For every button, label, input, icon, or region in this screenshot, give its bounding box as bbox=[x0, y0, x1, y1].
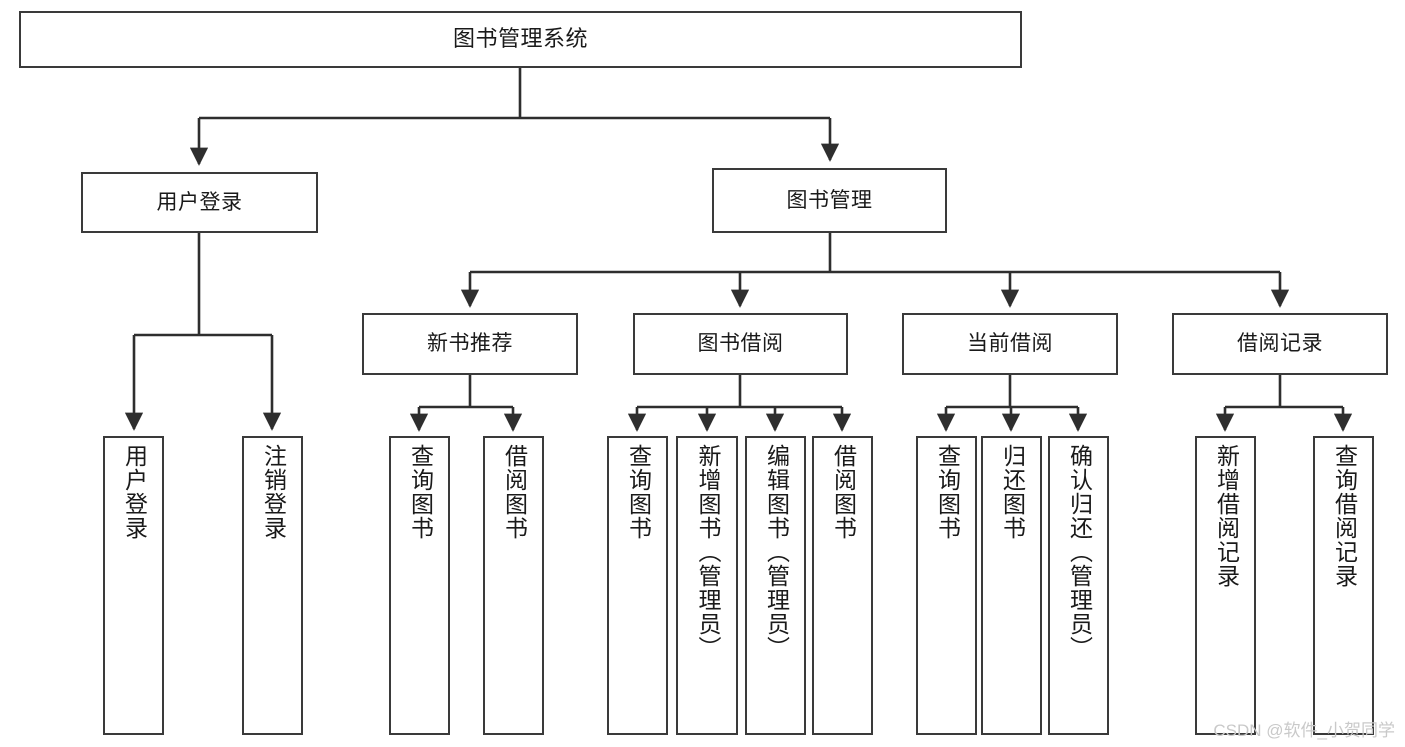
node-label: 用户登录 bbox=[156, 190, 243, 214]
node-label: 新增图书（管理员） bbox=[694, 444, 721, 660]
node-user-login[interactable]: 用户登录 bbox=[81, 172, 318, 233]
node-label: 确认归还（管理员） bbox=[1066, 444, 1093, 660]
leaf-return-book[interactable]: 归还图书 bbox=[981, 436, 1042, 735]
leaf-add-book-admin[interactable]: 新增图书（管理员） bbox=[676, 436, 738, 735]
leaf-query-borrow-record[interactable]: 查询借阅记录 bbox=[1313, 436, 1374, 735]
node-label: 用户登录 bbox=[121, 444, 148, 540]
node-label: 归还图书 bbox=[999, 444, 1026, 540]
node-label: 借阅图书 bbox=[501, 444, 528, 540]
node-label: 图书借阅 bbox=[697, 332, 784, 356]
node-label: 注销登录 bbox=[260, 444, 287, 540]
node-label: 查询图书 bbox=[934, 444, 961, 540]
node-label: 借阅记录 bbox=[1237, 332, 1323, 356]
leaf-query-book-recommend[interactable]: 查询图书 bbox=[389, 436, 450, 735]
node-label: 借阅图书 bbox=[830, 444, 857, 540]
node-label: 查询借阅记录 bbox=[1331, 444, 1358, 588]
node-label: 图书管理系统 bbox=[452, 26, 588, 52]
node-book-borrow[interactable]: 图书借阅 bbox=[633, 313, 848, 375]
node-label: 编辑图书（管理员） bbox=[763, 444, 790, 660]
node-root-system[interactable]: 图书管理系统 bbox=[19, 11, 1022, 68]
leaf-confirm-return-admin[interactable]: 确认归还（管理员） bbox=[1048, 436, 1109, 735]
leaf-query-book-current[interactable]: 查询图书 bbox=[916, 436, 977, 735]
watermark-text: CSDN @软件_小贺同学 bbox=[1213, 721, 1395, 740]
leaf-add-borrow-record[interactable]: 新增借阅记录 bbox=[1195, 436, 1256, 735]
leaf-borrow-book[interactable]: 借阅图书 bbox=[812, 436, 873, 735]
node-label: 当前借阅 bbox=[967, 332, 1053, 356]
node-label: 查询图书 bbox=[625, 444, 652, 540]
leaf-user-login[interactable]: 用户登录 bbox=[103, 436, 164, 735]
node-book-management[interactable]: 图书管理 bbox=[712, 168, 947, 233]
node-label: 查询图书 bbox=[407, 444, 434, 540]
leaf-edit-book-admin[interactable]: 编辑图书（管理员） bbox=[745, 436, 806, 735]
node-label: 图书管理 bbox=[786, 188, 873, 212]
node-borrow-record[interactable]: 借阅记录 bbox=[1172, 313, 1388, 375]
node-new-book-recommend[interactable]: 新书推荐 bbox=[362, 313, 578, 375]
leaf-logout[interactable]: 注销登录 bbox=[242, 436, 303, 735]
node-current-borrow[interactable]: 当前借阅 bbox=[902, 313, 1118, 375]
leaf-query-book-borrow[interactable]: 查询图书 bbox=[607, 436, 668, 735]
node-label: 新增借阅记录 bbox=[1213, 444, 1240, 588]
node-label: 新书推荐 bbox=[427, 332, 513, 356]
leaf-borrow-book-recommend[interactable]: 借阅图书 bbox=[483, 436, 544, 735]
